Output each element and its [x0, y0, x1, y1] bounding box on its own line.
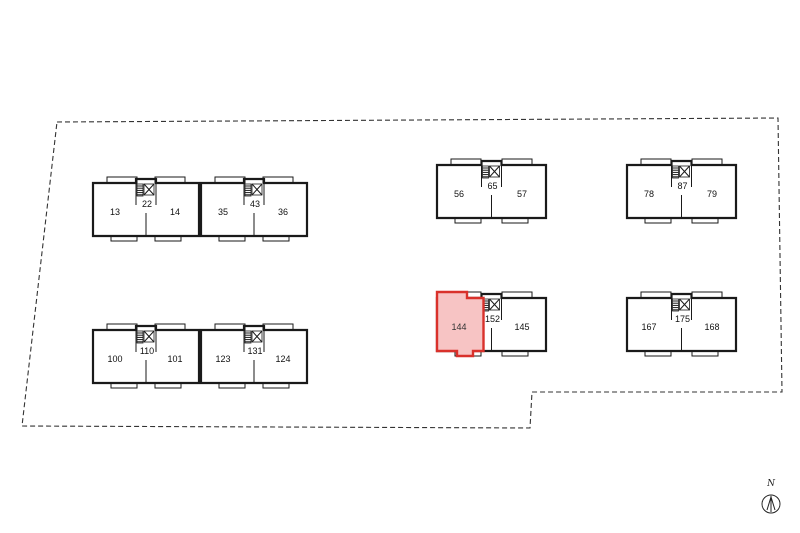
unit-label: 123 — [215, 354, 230, 364]
unit-label: 100 — [107, 354, 122, 364]
elevator-cross — [679, 298, 690, 311]
unit-label: 78 — [644, 189, 654, 199]
elevator-cross — [251, 330, 263, 343]
unit-label: 144 — [451, 322, 466, 332]
unit-label: 35 — [218, 207, 228, 217]
unit-label: 13 — [110, 207, 120, 217]
elevator-cross — [679, 165, 690, 178]
core-label: 175 — [675, 314, 690, 324]
unit-label: 124 — [275, 354, 290, 364]
core-label: 152 — [485, 314, 500, 324]
compass-arrow-icon — [766, 495, 776, 511]
elevator-cross — [143, 330, 155, 343]
elevator-cross — [489, 165, 500, 178]
unit-label: 56 — [454, 189, 464, 199]
core-label: 65 — [487, 181, 497, 191]
building-b3: 56 65 57 — [435, 158, 548, 224]
unit-label: 168 — [704, 322, 719, 332]
north-compass: N — [761, 479, 781, 514]
building-b4: 78 87 79 — [625, 158, 738, 224]
highlighted-unit-144[interactable] — [435, 290, 485, 358]
north-label: N — [766, 479, 776, 489]
unit-label: 145 — [514, 322, 529, 332]
site-boundary — [21, 117, 783, 429]
unit-label: 14 — [170, 207, 180, 217]
elevator-cross — [251, 183, 263, 196]
building-b5: 100 110 101 — [91, 323, 201, 389]
compass-circle — [761, 494, 781, 514]
core-label: 87 — [677, 181, 687, 191]
unit-label: 57 — [517, 189, 527, 199]
unit-label: 36 — [278, 207, 288, 217]
core-label: 131 — [247, 346, 262, 356]
unit-label: 79 — [707, 189, 717, 199]
building-b6: 123 131 124 — [199, 323, 309, 389]
core-label: 22 — [142, 199, 152, 209]
building-b1: 13 22 14 — [91, 176, 201, 242]
core-label: 110 — [140, 346, 154, 356]
unit-label: 167 — [641, 322, 656, 332]
building-b8: 167 175 168 — [625, 291, 738, 357]
core-label: 43 — [250, 199, 260, 209]
elevator-cross — [489, 298, 500, 311]
elevator-cross — [143, 183, 155, 196]
unit-label: 101 — [167, 354, 182, 364]
building-b2: 35 43 36 — [199, 176, 309, 242]
building-b7: 144 152 145 — [435, 290, 548, 358]
